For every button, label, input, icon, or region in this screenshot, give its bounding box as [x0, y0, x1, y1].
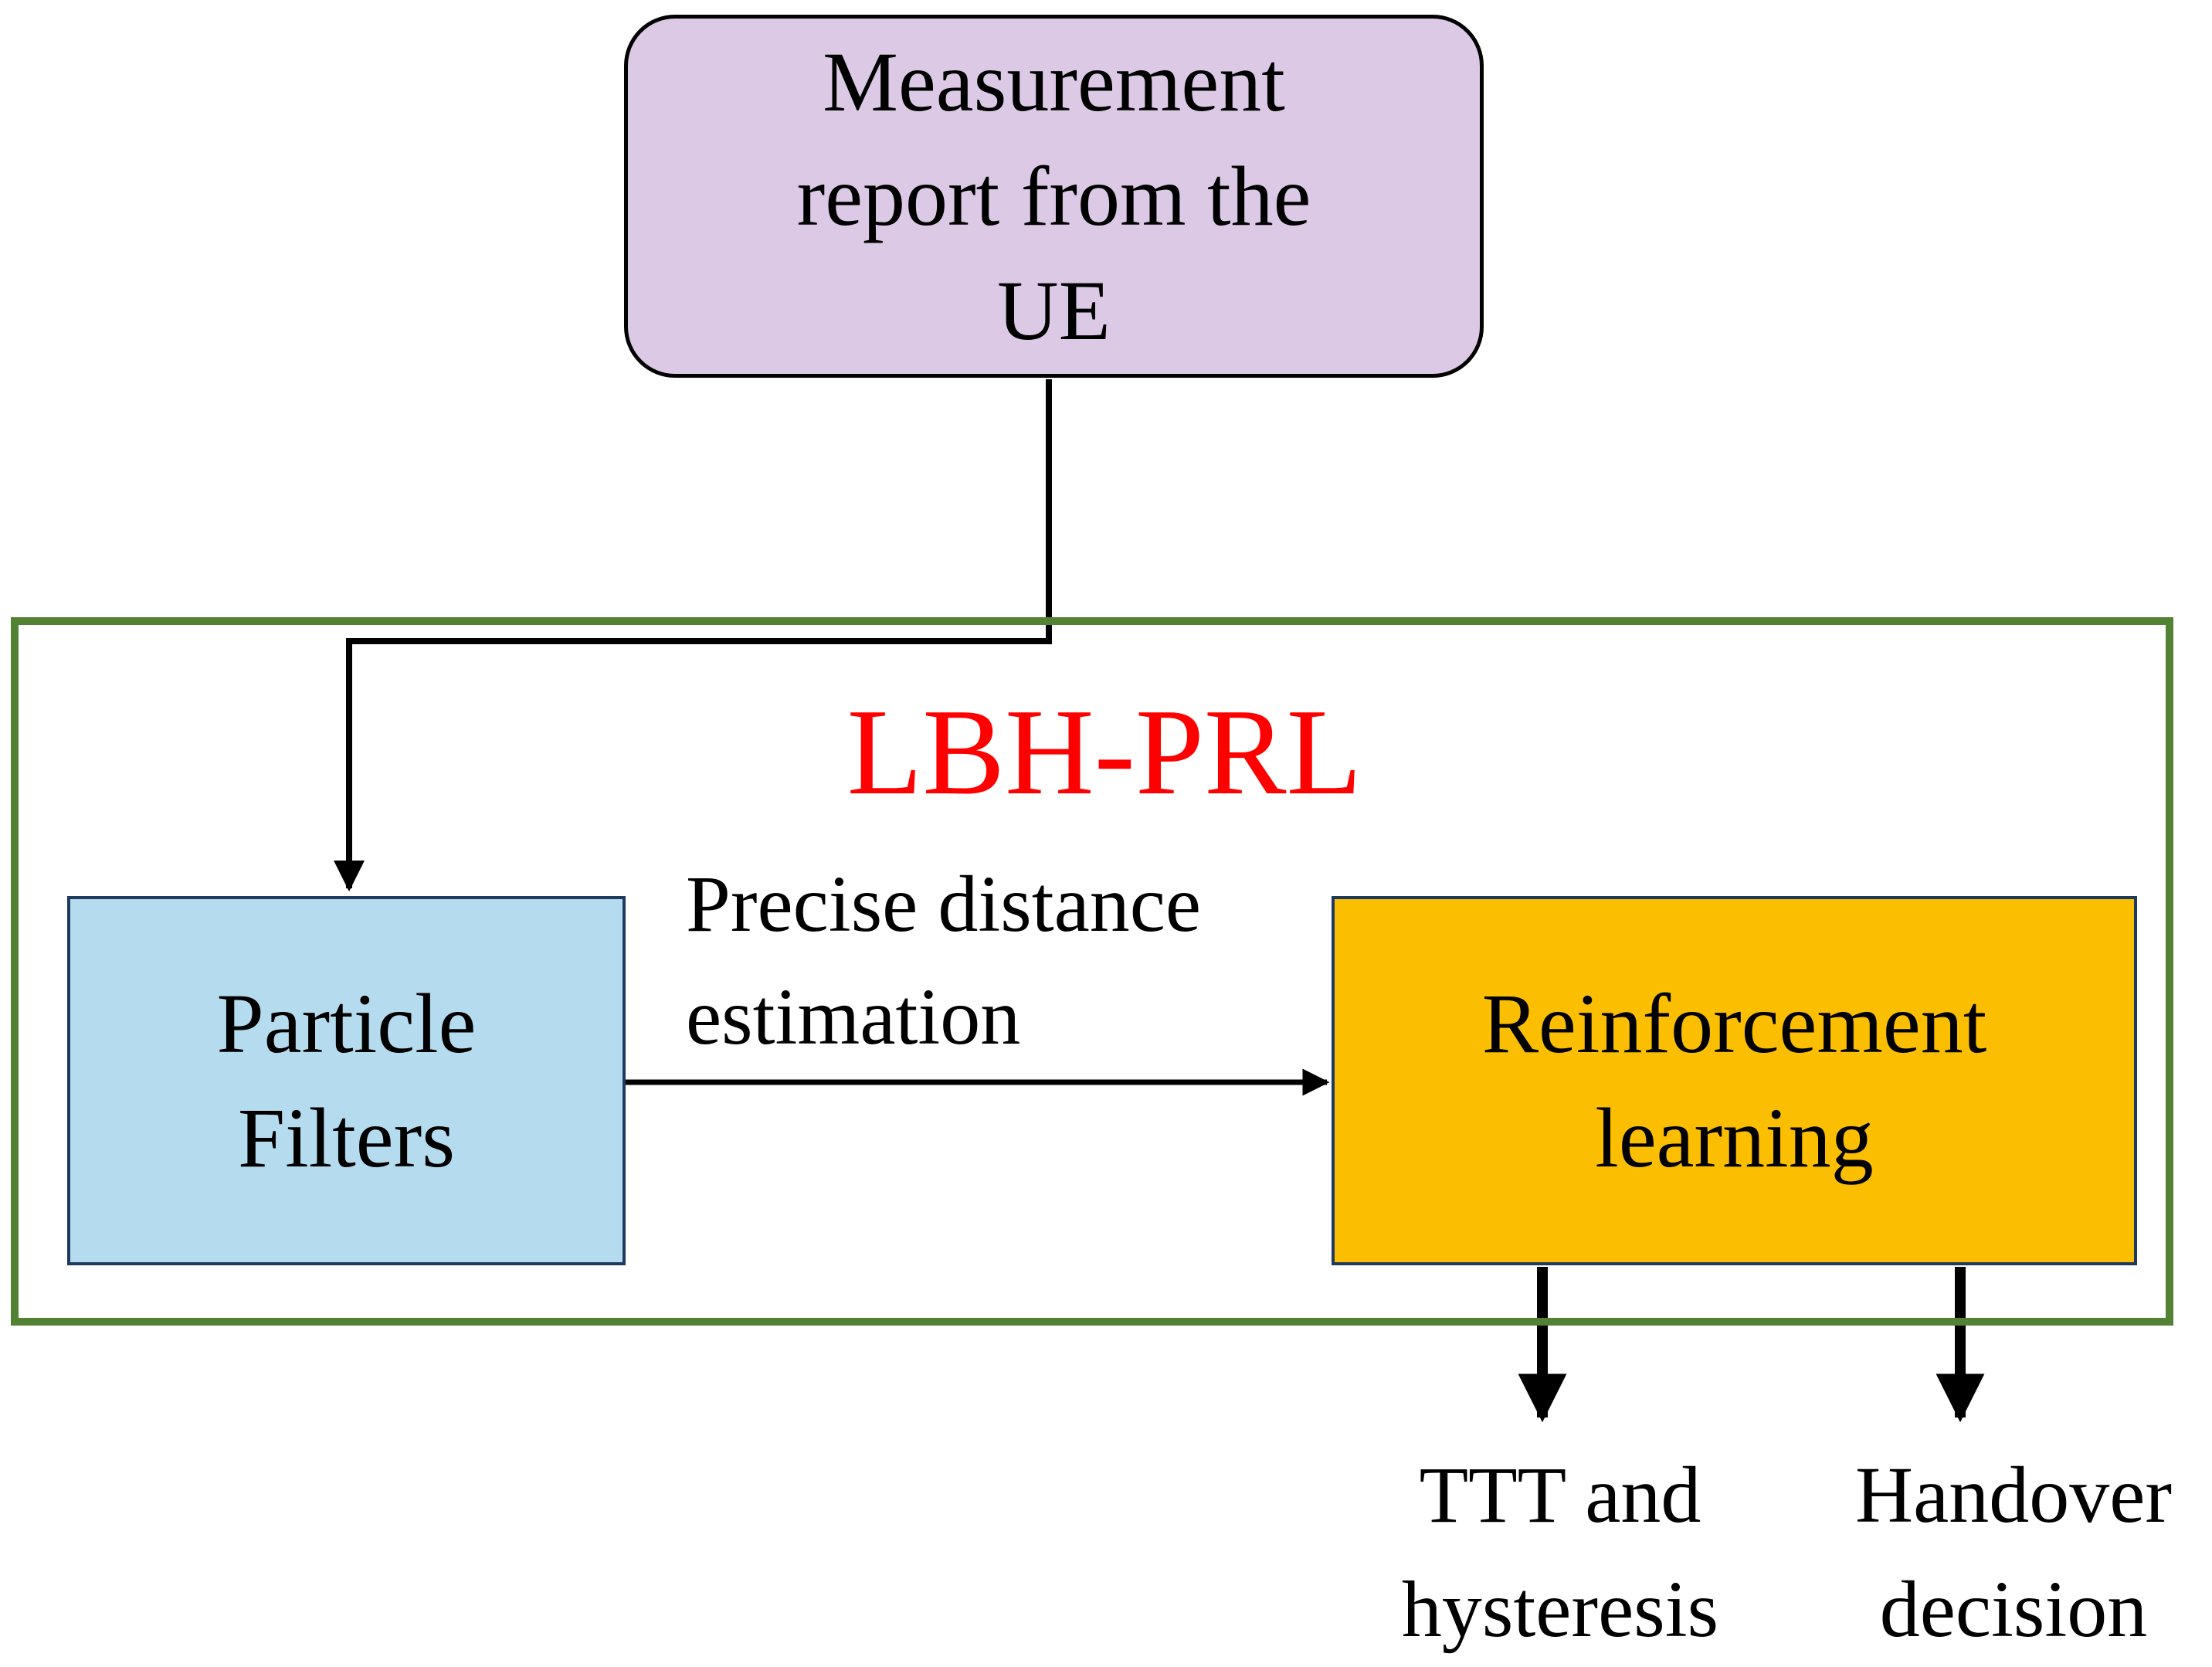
measurement-report-node: Measurement report from the UE	[624, 15, 1484, 378]
particle-filters-label: Particle Filters	[216, 976, 477, 1185]
output-ttt-and-hysteresis: TTT and hysteresis	[1401, 1451, 1719, 1654]
particle-filters-node: Particle Filters	[67, 896, 626, 1265]
reinforcement-learning-node: Reinforcement learning	[1332, 896, 2137, 1265]
arrow-measurement-to-particle-filters	[334, 379, 1052, 891]
output-handover-decision: Handover decision	[1854, 1451, 2173, 1654]
reinforcement-learning-label: Reinforcement learning	[1481, 976, 1987, 1185]
lbh-prl-system-boundary	[11, 617, 2173, 1326]
edge-label-precise-distance-estimation: Precise distance estimation	[686, 860, 1202, 1061]
system-title: LBH-PRL	[846, 683, 1362, 820]
measurement-report-label: Measurement report from the UE	[796, 35, 1311, 358]
